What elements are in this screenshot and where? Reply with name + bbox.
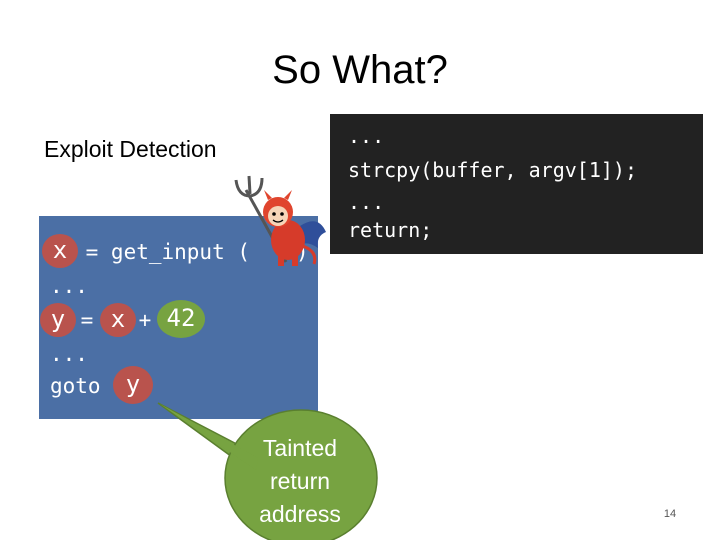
callout-line-1: Tainted	[262, 435, 338, 461]
callout-line-3: address	[259, 501, 341, 527]
callout-bubble	[157, 402, 378, 540]
callout-line-2: return	[269, 468, 331, 494]
exploit-strcpy: strcpy(buffer, argv[1]);	[348, 158, 637, 182]
code-var-x-rhs: x	[110, 305, 126, 333]
code-ellipsis-2: ...	[50, 342, 88, 366]
code-number-42: 42	[166, 304, 196, 332]
code-ellipsis-1: ...	[50, 274, 88, 298]
taint-marker-y-assign	[40, 303, 76, 337]
clean-marker-42	[157, 300, 205, 338]
taint-marker-y-goto	[113, 366, 153, 404]
page-number: 14	[663, 508, 677, 520]
exploit-ellipsis-1: ...	[348, 124, 385, 148]
section-label: Exploit Detection	[44, 136, 217, 162]
code-var-y: y	[50, 305, 66, 333]
exploit-code-panel	[330, 114, 703, 254]
taint-marker-x-use	[100, 303, 136, 337]
slide-title: So What?	[272, 48, 448, 92]
code-plus: +	[126, 308, 164, 332]
code-get-input: = get_input (	[73, 240, 251, 264]
code-var-x: x	[52, 236, 68, 264]
taint-marker-x	[42, 234, 78, 268]
code-var-y-goto: y	[125, 370, 141, 398]
exploit-return: return;	[348, 218, 433, 242]
devil-icon	[234, 175, 326, 266]
exploit-ellipsis-2: ...	[348, 190, 385, 214]
callout-text: Tainted return address	[248, 432, 352, 531]
code-goto: goto	[50, 374, 114, 398]
code-equals: =	[68, 308, 106, 332]
